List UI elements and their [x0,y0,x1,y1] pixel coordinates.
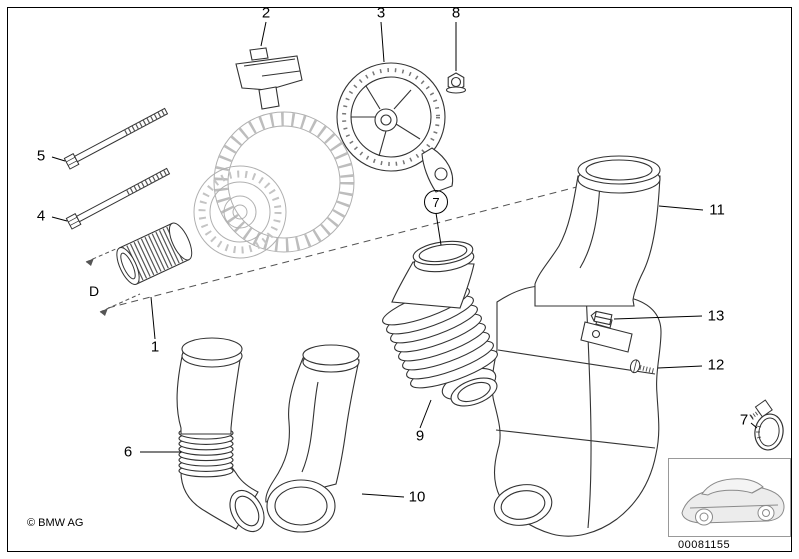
callout-7-clamp[interactable]: 7 [739,411,749,429]
callout-7-circled[interactable]: 7 [424,190,448,214]
hose-clamp-drawing [749,399,784,451]
clip-drawing [590,310,613,326]
callout-3[interactable]: 3 [376,4,386,22]
nut-drawing [445,72,467,94]
callout-2[interactable]: 2 [261,4,271,22]
sleeve-drawing [116,222,193,285]
callout-5[interactable]: 5 [36,147,46,165]
page-frame [7,7,792,552]
callout-12[interactable]: 12 [707,356,725,374]
callout-6[interactable]: 6 [123,443,133,461]
alternator-drawing [193,111,355,259]
callout-13[interactable]: 13 [707,307,725,325]
callout-9[interactable]: 9 [415,427,425,445]
duct-6-drawing [176,337,265,533]
duct-11-drawing [534,155,661,307]
duct-9-drawing [382,240,498,407]
callout-4[interactable]: 4 [36,207,46,225]
vehicle-thumbnail [668,458,791,537]
screw-drawing [629,359,655,374]
copyright-text: © BMW AG [27,517,84,529]
voltage-regulator-drawing [235,47,303,110]
fan-cover-drawing [336,62,454,193]
duct-10-drawing [265,344,360,533]
bolt-4-drawing [65,167,171,230]
dimension-label-d: D [88,283,100,299]
bolt-5-drawing [63,107,169,170]
document-number: 00081155 [678,539,731,551]
leader-lines [51,21,758,498]
callout-8[interactable]: 8 [451,4,461,22]
assembly-axis-dashed-lines [85,167,651,316]
air-channel-housing-drawing [491,285,662,537]
callout-1[interactable]: 1 [150,338,160,356]
callout-11[interactable]: 11 [709,201,725,219]
callout-10[interactable]: 10 [408,488,426,506]
